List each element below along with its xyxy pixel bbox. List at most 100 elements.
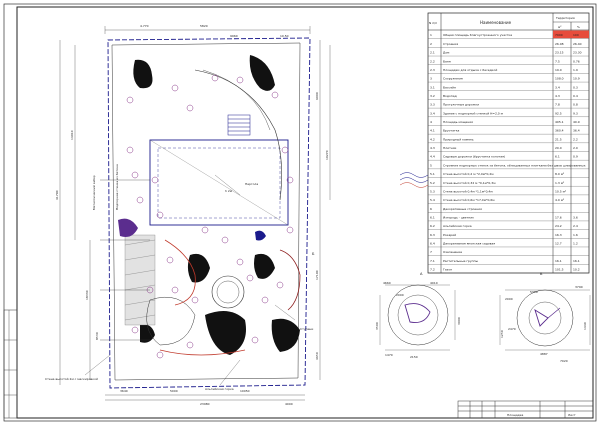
table-cell-area: 7.8: [555, 103, 560, 107]
detail-b-dim-5: 7020: [560, 359, 568, 363]
table-cell-pct: 10.9: [573, 77, 580, 81]
detail-b-dim-4: 2000: [505, 297, 513, 301]
table-cell-pct: 36.4: [573, 129, 580, 133]
dim-left-3: 18330: [85, 290, 89, 300]
table-cell-name: Стена высотой 0,32 м *0,1м*0,3м: [443, 181, 495, 185]
table-cell-num: 3: [430, 77, 432, 81]
table-cell-area: 6.1: [555, 155, 560, 159]
table-cell-name: Брусчатка: [443, 129, 460, 133]
annotation-steps: Ступени: [300, 327, 313, 331]
table-cell-pct: 0.4: [573, 94, 578, 98]
detail-b-dim-3: 4887: [540, 352, 548, 356]
table-cell-area: 101.5: [555, 268, 564, 272]
table-cell-num: 6.3: [430, 233, 435, 237]
table-cell-pct: 0.76: [573, 59, 580, 63]
table-cell-pct: 2.2: [573, 137, 578, 141]
margin-strip: [3, 309, 18, 419]
annotation-pergola: Пергола: [245, 182, 258, 186]
table-cell-pct: 40.9: [573, 120, 580, 124]
dim-left-2: 14010: [70, 130, 74, 140]
detail-a-dim-2: 4010: [430, 281, 438, 285]
inner-frame: [16, 6, 594, 419]
detail-b-dim-7: 2470: [508, 327, 516, 331]
detail-b-label: Б: [540, 272, 543, 276]
table-cell-pct: 100: [573, 33, 579, 37]
table-cell-num: 3.1: [430, 85, 435, 89]
table-cell-pct: 1.6: [573, 233, 578, 237]
annotation-alpine: Альпийская горка: [205, 387, 234, 391]
dimension-lines: [59, 26, 331, 401]
detail-a-dim-3: 2000: [396, 293, 404, 297]
table-highlight: [553, 30, 589, 39]
table-cell-name: Прогулочные дорожки: [443, 103, 479, 107]
annotation-wall: Стена высотой 2м с маскировкой: [45, 377, 98, 381]
table-cell-num: 5.3: [430, 189, 435, 193]
table-cell-name: Стена высотой 0,2 м *2,0м*0,2м: [443, 172, 494, 176]
table-cell-pct: 16.1: [573, 259, 580, 263]
table-cell-name: Бассейн: [443, 85, 456, 89]
table-cell-name: Общая площадь благоустроенного участка: [443, 33, 512, 37]
detail-b-dim-1: 3790: [575, 285, 583, 289]
site-plan: 4.770 5820 9960 10.50 41790 14010 18330 …: [45, 24, 331, 406]
table-cell-area: 92.5: [555, 111, 562, 115]
table-cell-pct: 0.8: [573, 103, 578, 107]
table-cell-area: 20.0: [555, 146, 562, 150]
annotation-retaining: Подпорная стенка из бетона: [115, 164, 119, 210]
house-inner: [157, 147, 281, 219]
table-cell-pct: 23.30: [573, 51, 582, 55]
table-cell-num: 4.3: [430, 146, 435, 150]
dense-plantings: [133, 55, 300, 355]
table-cell-name: Рокарий: [443, 233, 456, 237]
table-cell-name: Плитняк: [443, 146, 457, 150]
table-cell-pct: 0.3: [573, 85, 578, 89]
table-cell-pct: 0.9: [573, 155, 578, 159]
table-cell-num: 2.2: [430, 59, 435, 63]
table-cell-pct: 10.2: [573, 268, 580, 272]
table-header-name: Наименование: [480, 20, 512, 25]
table-cell-area: 24.2: [555, 224, 562, 228]
table-cell-area: 4.0 м²: [555, 198, 565, 202]
legend-waves: [399, 172, 429, 188]
table-cell-name: Здание с подпорной стенкой Н=2,0 м: [443, 111, 503, 115]
detail-a-label: А: [420, 272, 423, 276]
table-cell-num: 2.3: [430, 68, 435, 72]
paved-area: [124, 234, 156, 326]
dim-top-4: 10.50: [280, 34, 289, 38]
dim-bottom-5: 4000: [285, 402, 293, 406]
dim-right-3: 17100: [315, 270, 319, 280]
table-cell-name: Растительные группы: [443, 259, 479, 263]
table-cell-name: Баня: [443, 59, 451, 63]
table-cell-name: Декоративная японская садовая: [443, 242, 495, 246]
table-cell-name: Сооружения: [443, 77, 463, 81]
detail-a-dim-4: 1470: [385, 353, 393, 357]
table-cell-num: 6.2: [430, 224, 435, 228]
table-cell-pct: 3.6: [573, 215, 578, 219]
table-cell-area: 10.5 м²: [555, 189, 567, 193]
table-cell-num: 6: [430, 207, 432, 211]
table-cell-name: Стена высотой 0,4м *1,1м*0,4м: [443, 189, 493, 193]
steps: [227, 114, 251, 136]
detail-b: Б 3790 5300 4887 2000 7020 1440 2470 125…: [499, 272, 591, 363]
table-cell-num: 4.1: [430, 129, 435, 133]
property-boundary: [107, 37, 311, 389]
stamp-label: Площадка: [507, 413, 524, 417]
dim-bottom-3: 10050: [240, 389, 250, 393]
table-cell-name: Площадки для отдыха с беседкой: [443, 68, 497, 72]
table-cell-num: 3.2: [430, 94, 435, 98]
table-cell-num: 1: [430, 33, 432, 37]
dim-top-2: 5820: [200, 24, 208, 28]
table-header-total: Территория: [555, 16, 575, 20]
table-cell-num: 2.1: [430, 51, 435, 55]
table-cell-num: 5: [430, 163, 432, 167]
table-cell-num: 2: [430, 42, 432, 46]
table-cell-name: Строение подпорных стенок из бетона, обл…: [443, 163, 586, 167]
table-cell-name: Строения: [443, 42, 458, 46]
table-cell-num: 5.4: [430, 198, 435, 202]
table-cell-area: 23.15: [555, 51, 564, 55]
table-header-m2: м²: [558, 25, 562, 29]
table-cell-area: 1.3 м²: [555, 181, 565, 185]
title-block: [457, 400, 594, 419]
table-cell-name: Стена высотой 0,6м *17,0м*0,6м: [443, 198, 495, 202]
